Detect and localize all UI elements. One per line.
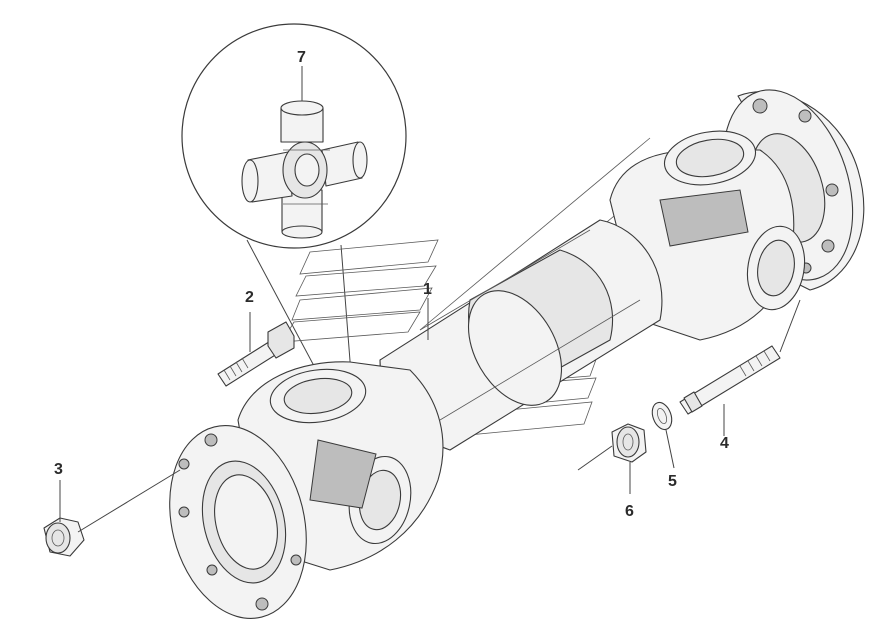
callout-5: 5 <box>668 473 677 490</box>
callout-4: 4 <box>720 435 729 452</box>
callout-1: 1 <box>423 281 432 298</box>
callout-7: 7 <box>297 49 306 66</box>
spider-detail-circle <box>181 23 407 249</box>
callout-6: 6 <box>625 503 634 520</box>
callout-3: 3 <box>54 461 63 478</box>
callout-2: 2 <box>245 289 254 306</box>
nut-part-6 <box>577 423 647 471</box>
washer-part-5 <box>651 401 673 431</box>
nut-part-3 <box>43 469 181 557</box>
callout-labels: 7 1 2 3 4 5 6 <box>54 49 729 520</box>
left-flange-yoke <box>169 361 444 619</box>
stud-part-4 <box>679 299 801 415</box>
bolt-part-2 <box>217 321 295 387</box>
callout-leaders <box>59 298 725 522</box>
shaft-tube <box>379 219 663 451</box>
